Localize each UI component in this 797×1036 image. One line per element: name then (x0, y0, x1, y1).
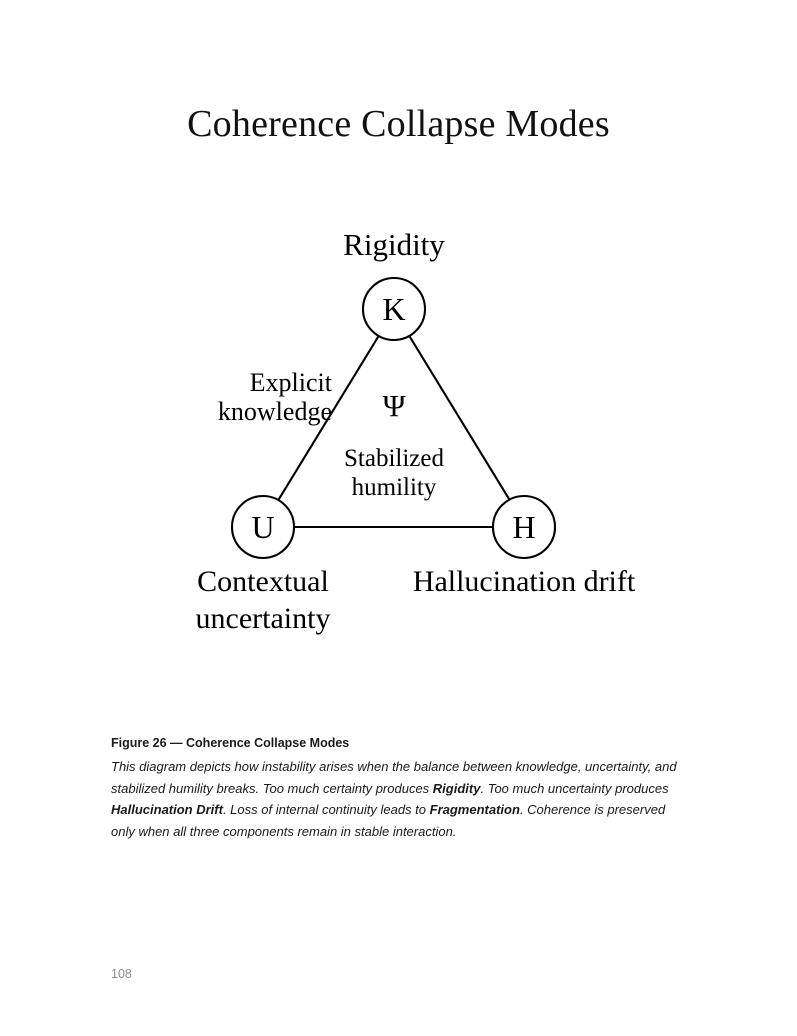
node-letter-u: U (251, 509, 275, 545)
node-letter-h: H (512, 509, 536, 545)
node-label-hallucination-drift: Hallucination drift (412, 565, 636, 598)
edge-k-u (277, 335, 380, 501)
edge-k-h (408, 335, 511, 501)
node-letter-k: K (382, 291, 406, 327)
figure-caption: Figure 26 — Coherence Collapse Modes Thi… (111, 734, 677, 842)
caption-emphasis-hallucination-drift: Hallucination Drift (111, 802, 223, 817)
figure-title: Coherence Collapse Modes (187, 103, 610, 145)
caption-text-2: . Too much uncertainty produces (480, 780, 669, 796)
page-number: 108 (111, 967, 132, 981)
coherence-collapse-diagram: K U H Rigidity Explicit knowledge Ψ Stab… (195, 227, 636, 635)
node-circle-h (491, 494, 557, 560)
center-label-stabilized-humility: Stabilized humility (344, 445, 444, 501)
caption-title: Figure 26 — Coherence Collapse Modes (111, 736, 350, 750)
node-label-contextual-uncertainty: Contextual uncertainty (195, 565, 331, 635)
psi-symbol: Ψ (382, 388, 406, 423)
node-label-rigidity: Rigidity (343, 227, 445, 262)
node-circle-u (230, 494, 296, 560)
caption-emphasis-rigidity: Rigidity (432, 780, 481, 796)
caption-body: This diagram depicts how instability ari… (111, 756, 677, 842)
caption-text-1: This diagram depicts how instability ari… (111, 759, 677, 796)
edge-label-explicit-knowledge: Explicit knowledge (217, 368, 332, 426)
caption-text-3: . Loss of internal continuity leads to (222, 802, 430, 817)
caption-emphasis-fragmentation: Fragmentation (429, 802, 520, 817)
node-circle-k (361, 276, 427, 342)
triangle-graph-svg (230, 276, 557, 560)
caption-text-4: . Coherence is preserved only when all t… (111, 802, 666, 839)
